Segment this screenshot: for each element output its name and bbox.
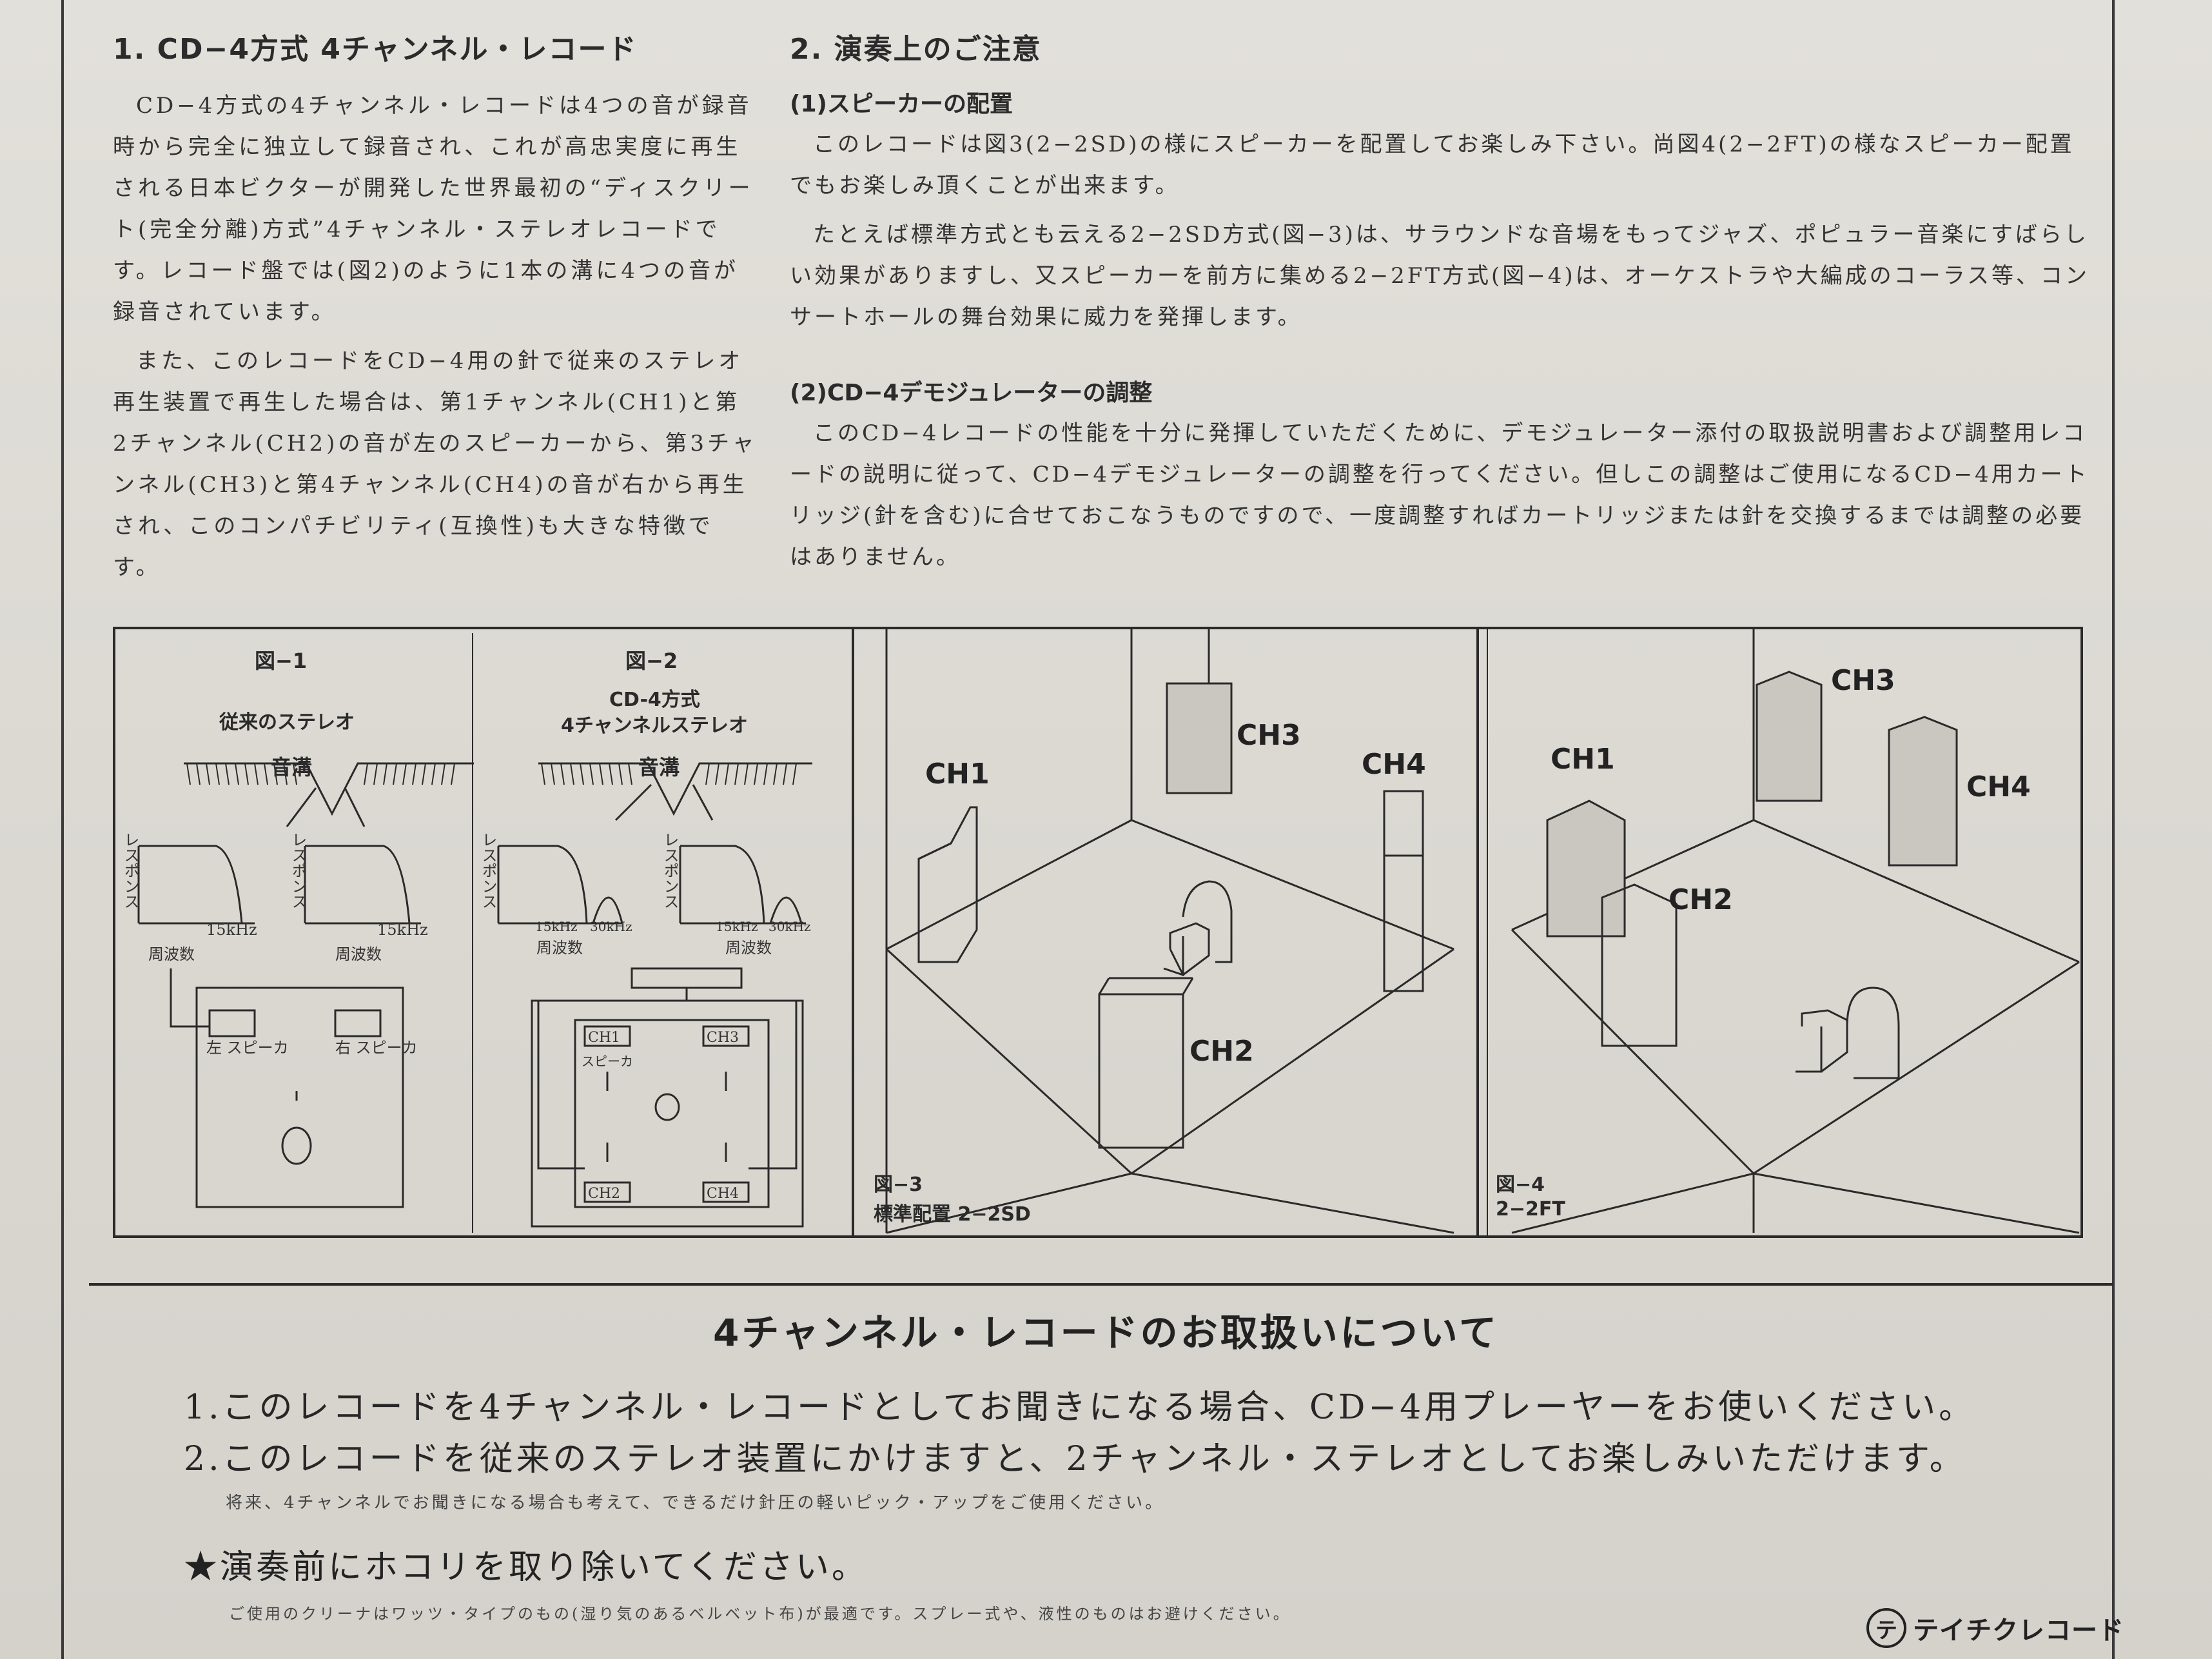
fig2-title-line1: CD-4方式 (609, 689, 700, 711)
demodulator-heading: (2)CD−4デモジュレーターの調整 (790, 380, 1153, 406)
fig1-title: 従来のステレオ (219, 711, 355, 734)
speaker-placement-heading: (1)スピーカーの配置 (790, 91, 1013, 117)
fig1-number: 図−1 (255, 649, 308, 673)
fig3-speakers (917, 682, 1424, 1149)
fig4-ch1-label: CH1 (1551, 743, 1615, 776)
fig2-ch2-label: CH2 (588, 1186, 621, 1202)
fig1-freq-tick-right: 15kHz (377, 921, 428, 939)
fig2-number: 図−2 (625, 649, 678, 673)
section-cd4-record: 1. CD−4方式 4チャンネル・レコード CD−4方式の4チャンネル・レコード… (113, 26, 758, 596)
fig2-freq-axis-right: 周波数 (725, 939, 772, 957)
fig3-caption-text: 標準配置 2−2SD (874, 1203, 1031, 1226)
fig3-ch1-label: CH1 (925, 758, 990, 790)
fig4-listener (1796, 987, 1900, 1079)
speaker-placement-paragraph-1: このレコードは図3(2−2SD)の様にスピーカーを配置してお楽しみ下さい。尚図4… (790, 132, 2075, 199)
border-line-right (2112, 0, 2115, 1659)
section1-paragraph-2: また、このレコードをCD−4用の針で従来のステレオ再生装置で再生した場合は、第1… (113, 348, 758, 580)
handling-note-2: ご使用のクリーナはワッツ・タイプのもの(湿り気のあるベルベット布)が最適です。ス… (229, 1605, 1291, 1623)
fig4-caption-number: 図−4 (1496, 1173, 1545, 1196)
fig4-room (1511, 627, 2080, 1234)
handling-item-1: 1.このレコードを4チャンネル・レコードとしてお聞きになる場合、CD−4用プレー… (184, 1388, 1976, 1427)
fig1-response-graphs (137, 787, 421, 925)
fig4-ch4-label: CH4 (1966, 771, 2031, 803)
fig4-speakers (1546, 671, 1958, 1047)
fig2-response-graphs (497, 783, 806, 925)
fig3-ch3-label: CH3 (1237, 719, 1301, 752)
teichiku-logo-mark: テ (1866, 1608, 1906, 1648)
handling-note-1: 将来、4チャンネルでお聞きになる場合も考えて、できるだけ針圧の軽いピック・アップ… (226, 1493, 1165, 1513)
teichiku-logo: テ テイチクレコード (1866, 1605, 2124, 1651)
figures-diagram (137, 627, 2080, 1238)
fig1-room (170, 968, 404, 1208)
fig1-freq-axis-left: 周波数 (148, 945, 195, 963)
fig2-ch4-label: CH4 (707, 1186, 739, 1202)
fig1-response-left: レスポンス (121, 832, 139, 909)
fig2-freq-tick2-left: 30kHz (590, 919, 632, 934)
section2-heading: 2. 演奏上のご注意 (790, 33, 1042, 66)
fig2-room (531, 967, 804, 1228)
handling-box (89, 1283, 2113, 1659)
fig4-caption-text: 2−2FT (1496, 1198, 1565, 1221)
fig3-ch2-label: CH2 (1189, 1035, 1254, 1068)
fig1-response-right: レスポンス (289, 832, 307, 909)
section1-paragraph-1: CD−4方式の4チャンネル・レコードは4つの音が録音時から完全に独立して録音され… (113, 93, 754, 325)
fig2-freq-tick2-right: 30kHz (768, 919, 811, 934)
fig3-caption-number: 図−3 (874, 1173, 923, 1196)
fig3-listener (1163, 880, 1233, 977)
fig1-right-speaker: 右 スピーカ (335, 1039, 418, 1057)
fig3-room (885, 627, 1454, 1234)
fig2-freq-axis-left: 周波数 (536, 939, 583, 957)
fig2-ch1-label: CH1 (588, 1030, 621, 1046)
teichiku-logo-text: テイチクレコード (1913, 1616, 2124, 1645)
fig2-groove-label: 音溝 (638, 755, 680, 780)
figures-frame (113, 627, 2083, 1238)
fig2-freq-tick1-right: 15kHz (716, 919, 758, 934)
fig4-ch3-label: CH3 (1831, 664, 1895, 697)
fig2-response-left: レスポンス (479, 832, 497, 909)
section-playback-notes: 2. 演奏上のご注意 (1)スピーカーの配置 このレコードは図3(2−2SD)の… (790, 26, 2099, 585)
speaker-placement-paragraph-2: たとえば標準方式とも云える2−2SD方式(図−3)は、サラウンドな音場をもってジ… (790, 222, 2090, 330)
fig2-freq-tick1-left: 15kHz (535, 919, 578, 934)
fig1-left-speaker: 左 スピーカ (206, 1039, 289, 1057)
dust-removal-notice: ★演奏前にホコリを取り除いてください。 (184, 1548, 868, 1587)
groove-hatching (186, 763, 797, 785)
fig3-ch4-label: CH4 (1362, 748, 1426, 781)
border-line-left (61, 0, 64, 1659)
demodulator-paragraph: このCD−4レコードの性能を十分に発揮していただくために、デモジュレーター添付の… (790, 420, 2090, 570)
fig1-groove-label: 音溝 (271, 755, 313, 780)
fig2-groove (538, 762, 812, 816)
fig4-ch2-label: CH2 (1669, 883, 1733, 916)
handling-item-2: 2.このレコードを従来のステレオ装置にかけますと、2チャンネル・ステレオとしてお… (184, 1440, 1966, 1478)
handling-title: 4チャンネル・レコードのお取扱いについて (713, 1311, 1499, 1355)
fig2-speaker-label: スピーカ (582, 1054, 633, 1069)
fig2-title-line2: 4チャンネルステレオ (561, 714, 748, 737)
fig2-ch3-label: CH3 (707, 1030, 739, 1046)
section1-heading: 1. CD−4方式 4チャンネル・レコード (113, 33, 638, 66)
fig1-freq-tick-left: 15kHz (206, 921, 257, 939)
fig1-freq-axis-right: 周波数 (335, 945, 382, 963)
fig2-response-right: レスポンス (661, 832, 679, 909)
